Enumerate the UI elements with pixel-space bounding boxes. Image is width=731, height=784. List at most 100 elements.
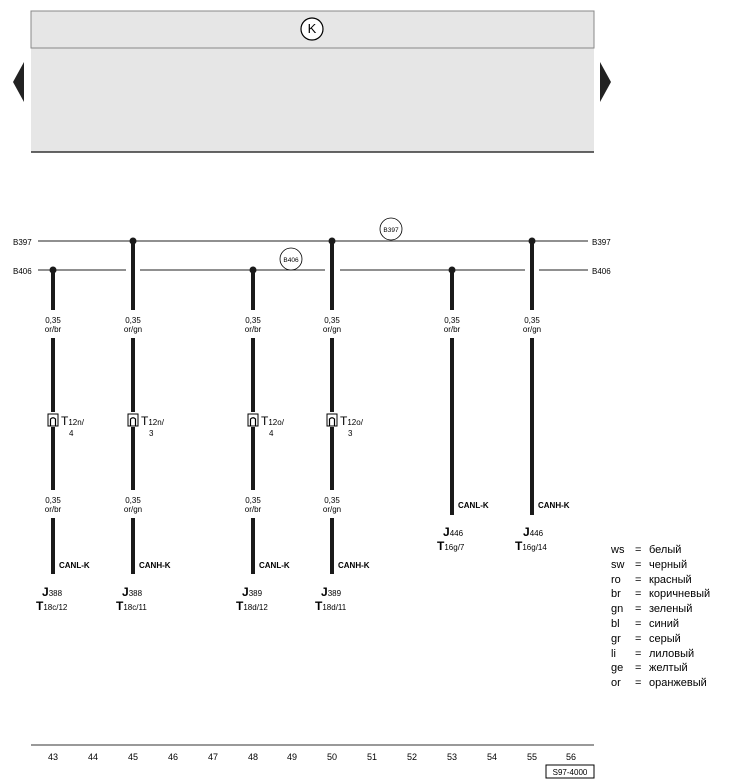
connector-pin-arc (328, 417, 336, 426)
legend-code: br (611, 588, 621, 601)
wire-gauge-label: 0,35 (125, 316, 141, 325)
track-number: 50 (327, 752, 337, 762)
signal-label: CANL-K (458, 501, 489, 510)
bus-badge-circle (279, 247, 303, 271)
color-legend: ws=белый sw=черный ro=красный br=коричне… (611, 543, 710, 691)
legend-equals: = (635, 647, 642, 660)
track-number: 49 (287, 752, 297, 762)
connector-pin-box (247, 413, 259, 427)
next-page-arrow-icon[interactable] (600, 62, 611, 102)
wire[interactable]: 0,35 or/gn CANH-K J446 T16g/14 (515, 237, 570, 554)
wire-color-label: or/br (444, 325, 461, 334)
wire[interactable]: 0,35 or/br T12o/ 4 0,35 or/br CANL-K J38… (236, 266, 290, 614)
wire-color-label: or/gn (323, 505, 341, 514)
terminal-label: T18d/11 (315, 599, 347, 613)
track-number: 53 (447, 752, 457, 762)
connector-pin-arc (49, 417, 57, 426)
component-label: J389 (321, 585, 342, 599)
legend-equals: = (635, 617, 642, 630)
wire[interactable]: 0,35 or/gn T12n/ 3 0,35 or/gn CANH-K J38… (116, 237, 171, 614)
connector-pin-box (127, 413, 139, 427)
wire-color-label: or/br (245, 325, 262, 334)
signal-label: CANL-K (59, 561, 90, 570)
signal-label: CANH-K (538, 501, 570, 510)
junction-dot (448, 266, 456, 274)
wire-color-label: or/gn (323, 325, 341, 334)
wire-gauge-label: 0,35 (444, 316, 460, 325)
header-symbol: K (300, 17, 324, 41)
wire-gauge-label: 0,35 (45, 316, 61, 325)
bus-label-right: B406 (592, 267, 611, 276)
bus-badge-label: B397 (383, 227, 399, 234)
component-label: J388 (42, 585, 63, 599)
bus-label-left: B397 (13, 238, 32, 247)
signal-label: CANH-K (338, 561, 370, 570)
track-number: 47 (208, 752, 218, 762)
signal-label: CANL-K (259, 561, 290, 570)
wire-gauge-label: 0,35 (125, 496, 141, 505)
connector-pin-number: 4 (69, 429, 74, 438)
connector-pin-number: 4 (269, 429, 274, 438)
bus-badge-label: B406 (283, 257, 299, 264)
legend-code: ge (611, 662, 624, 675)
legend-equals: = (635, 677, 642, 690)
connector-pin-box (47, 413, 59, 427)
track-number: 48 (248, 752, 258, 762)
prev-page-arrow-icon[interactable] (13, 62, 24, 102)
legend-code: li (611, 647, 616, 660)
wire[interactable]: 0,35 or/br T12n/ 4 0,35 or/br CANL-K J38… (36, 266, 90, 614)
connector-pin-arc (129, 417, 137, 426)
bus-badge-b397: B397 (379, 217, 403, 241)
track-number: 43 (48, 752, 58, 762)
legend-row: gr=серый (611, 632, 710, 647)
wire[interactable]: 0,35 or/br CANL-K J446 T16g/7 (437, 266, 489, 554)
bus-lines (38, 240, 588, 271)
legend-equals: = (635, 632, 642, 645)
terminal-label: T16g/14 (515, 539, 547, 553)
legend-name: лиловый (649, 647, 695, 660)
diagram-code-box (545, 764, 595, 779)
legend-row: ws=белый (611, 543, 710, 558)
track-number: 45 (128, 752, 138, 762)
wire-gauge-label: 0,35 (524, 316, 540, 325)
track-number: 54 (487, 752, 497, 762)
terminal-label: T18c/11 (116, 599, 147, 613)
track-number: 56 (566, 752, 576, 762)
wire-gauge-label: 0,35 (245, 496, 261, 505)
component-label: J446 (523, 525, 544, 539)
legend-name: белый (649, 544, 682, 556)
legend-equals: = (635, 558, 642, 571)
legend-code: ws (611, 544, 625, 556)
connector-label: T12o/ (340, 414, 364, 428)
track-number: 51 (367, 752, 377, 762)
legend-name: серый (649, 632, 681, 645)
terminal-label: T18c/12 (36, 599, 68, 613)
track-number: 55 (527, 752, 537, 762)
header-symbol-text: K (308, 21, 317, 36)
wire-gauge-label: 0,35 (245, 316, 261, 325)
legend-name: синий (649, 617, 680, 630)
junction-dot (49, 266, 57, 274)
legend-code: gn (611, 603, 624, 616)
terminal-label: T16g/7 (437, 539, 465, 553)
legend-name: желтый (649, 662, 688, 675)
wire-gauge-label: 0,35 (45, 496, 61, 505)
legend-equals: = (635, 588, 642, 601)
wire-color-label: or/gn (523, 325, 541, 334)
bus-badge-circle (379, 217, 403, 241)
connector-pin-icon (326, 413, 338, 427)
header-info-panel (31, 48, 594, 152)
wire-color-label: or/br (45, 325, 62, 334)
legend-code: sw (611, 558, 625, 571)
track-number: 44 (88, 752, 98, 762)
component-label: J389 (242, 585, 263, 599)
legend-row: ro=красный (611, 573, 710, 588)
legend-name: оранжевый (649, 677, 707, 690)
wire[interactable]: 0,35 or/gn T12o/ 3 0,35 or/gn CANH-K J38… (315, 237, 370, 614)
header-symbol-circle (300, 17, 324, 41)
bus-label-left: B406 (13, 267, 32, 276)
connector-label: T12n/ (61, 414, 85, 428)
legend-name: зеленый (649, 603, 693, 616)
terminal-label: T18d/12 (236, 599, 268, 613)
